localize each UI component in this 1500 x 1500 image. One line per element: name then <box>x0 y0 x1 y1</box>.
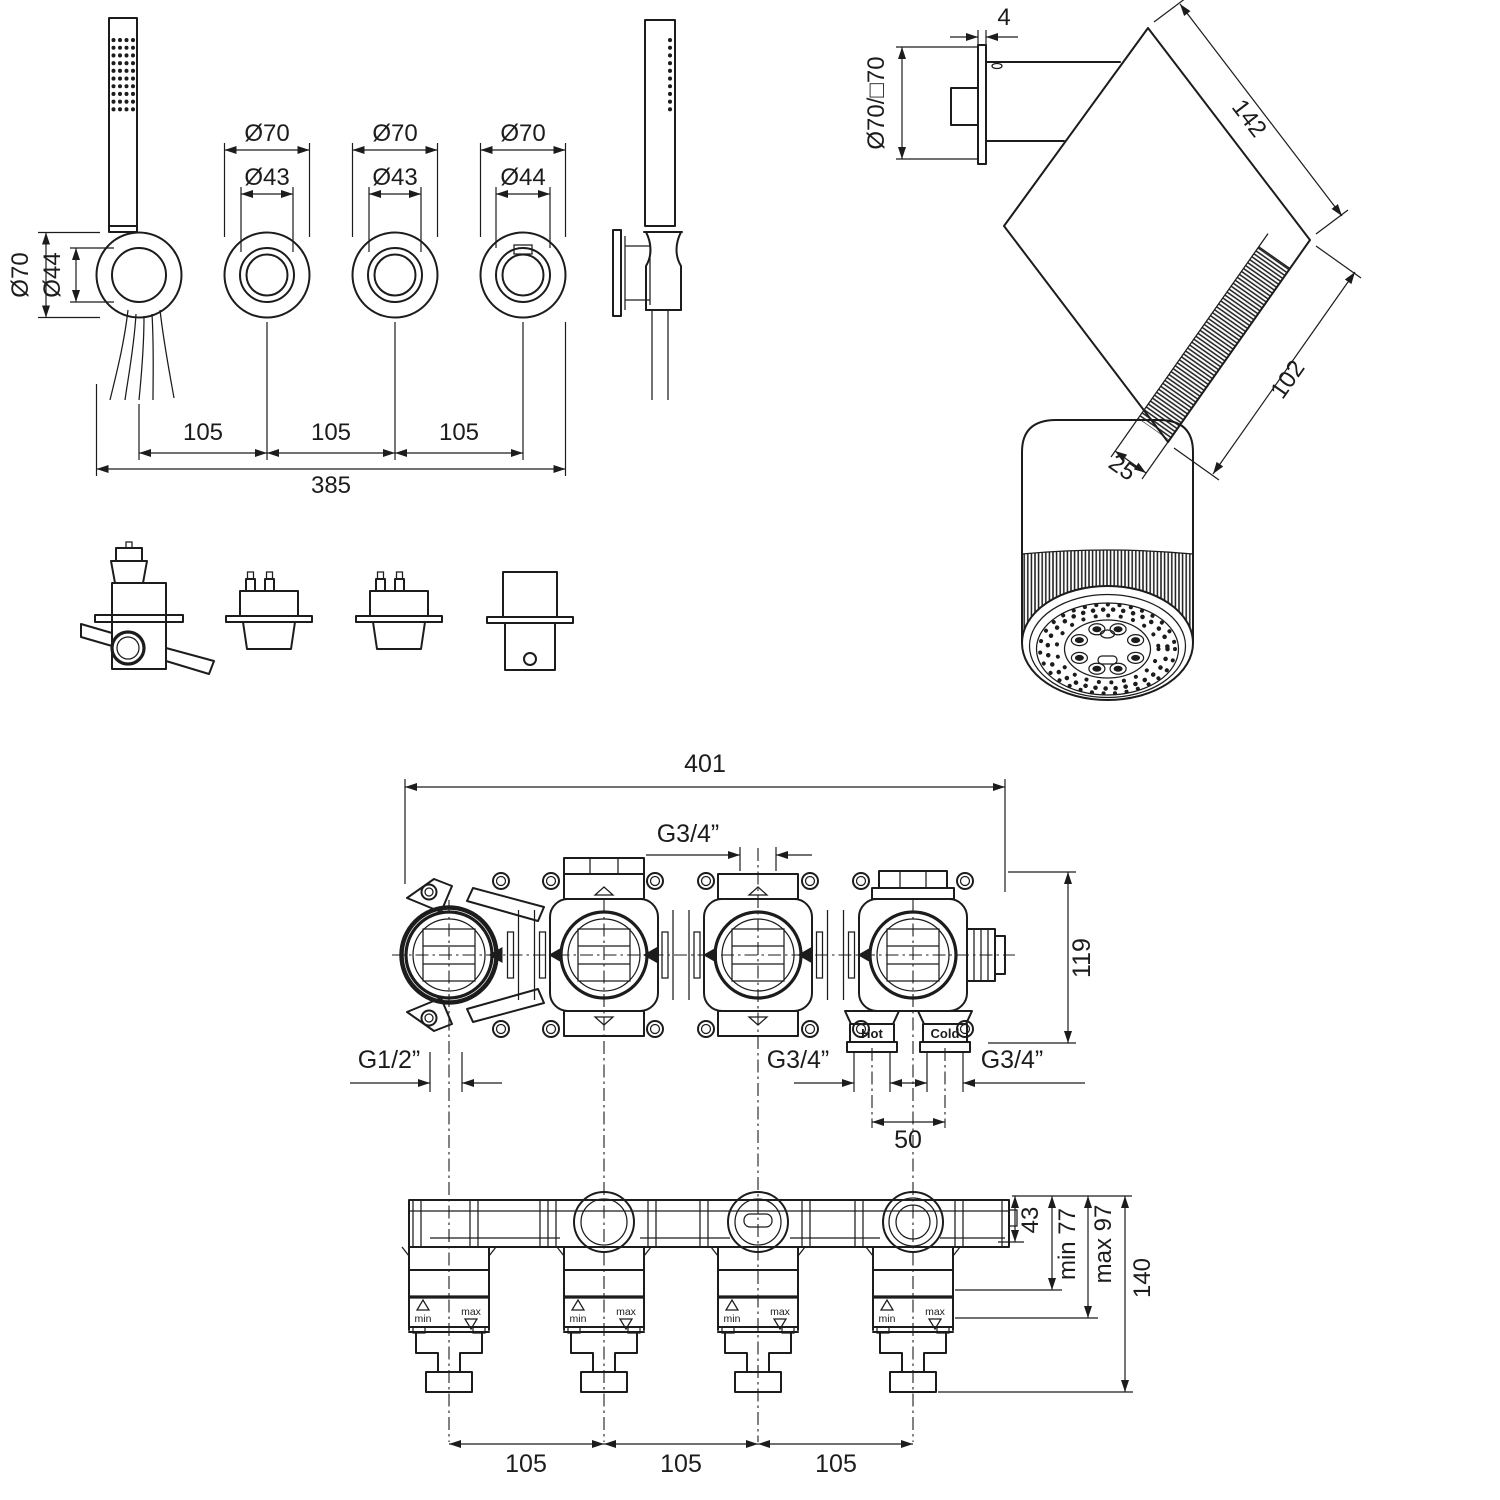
headshower-side-view: 4 Ø70/□70 142 102 25 <box>863 0 1362 487</box>
dim-label: G3/4” <box>657 820 720 848</box>
dim-label: Ø43 <box>372 164 417 191</box>
dim-label: 142 <box>1226 94 1272 142</box>
dim-label: Ø70/□70 <box>863 56 890 149</box>
headshower-3d-view <box>1021 419 1194 701</box>
holder-escutcheon <box>95 231 183 401</box>
max-label: max <box>461 1306 482 1318</box>
rough-in-components-row <box>80 541 574 675</box>
dim-label: 140 <box>1129 1258 1156 1298</box>
dim-label: 105 <box>439 419 479 446</box>
dim-label: min 77 <box>1054 1208 1081 1280</box>
dim-label: 401 <box>684 750 726 778</box>
slab-detail-lines <box>412 1200 1003 1247</box>
cartridge-stem-2: min max <box>556 1246 652 1393</box>
valve-connectors <box>488 910 872 1000</box>
dim-label: Ø44 <box>500 164 545 191</box>
mounting-ears <box>492 872 974 1038</box>
dim-label: Ø70 <box>7 252 34 297</box>
knob-4-thermostat <box>479 231 567 319</box>
component-stop-valve <box>80 541 215 675</box>
dim-label: 105 <box>311 419 351 446</box>
max-label: max <box>770 1306 791 1318</box>
head-body <box>1003 27 1311 443</box>
valve-top-dimensions: 401 G3/4” 119 G1/2” G3/4” G3/4” 50 <box>350 750 1096 1154</box>
cartridge-domes <box>573 1191 944 1253</box>
dim-label: 119 <box>1068 938 1096 978</box>
handshower-wand <box>108 17 138 233</box>
handshower-trim-front-view: Ø70 Ø43 Ø70 Ø43 Ø70 Ø44 Ø70 Ø44 105 <box>7 17 567 499</box>
hot-cold-inlets: Hot Cold <box>844 1010 973 1053</box>
rough-in-valve-front-view: min max min max min max <box>401 1191 1156 1478</box>
min-label: min <box>570 1313 587 1325</box>
dim-label: Ø44 <box>39 252 66 297</box>
dim-label: G3/4” <box>981 1046 1044 1074</box>
dim-label: Ø70 <box>372 120 417 147</box>
hot-label: Hot <box>861 1026 883 1041</box>
trim-dimensions: Ø70 Ø43 Ø70 Ø43 Ø70 Ø44 Ø70 Ø44 105 <box>7 120 567 499</box>
dim-label: 43 <box>1017 1207 1044 1234</box>
cartridge-stem-4: min max <box>865 1246 961 1393</box>
knob-2 <box>223 231 311 319</box>
cold-label: Cold <box>931 1026 960 1041</box>
valve-fittings <box>563 857 1006 1037</box>
dim-label: G3/4” <box>767 1046 830 1074</box>
wall-plate <box>977 44 987 165</box>
dim-label: Ø43 <box>244 164 289 191</box>
dim-label: max 97 <box>1090 1205 1117 1284</box>
component-valve-body-side <box>225 571 313 650</box>
max-label: max <box>616 1306 637 1318</box>
dim-label: 105 <box>505 1450 547 1478</box>
max-label: max <box>925 1306 946 1318</box>
min-label: min <box>879 1313 896 1325</box>
dim-label: G1/2” <box>358 1046 421 1074</box>
min-label: min <box>415 1313 432 1325</box>
dim-label: 50 <box>894 1126 922 1154</box>
dim-label: 105 <box>183 419 223 446</box>
threaded-nipple <box>950 87 979 126</box>
dim-label: 105 <box>660 1450 702 1478</box>
dim-label: 385 <box>311 472 351 499</box>
component-outlet-block <box>486 571 574 671</box>
component-valve-body-side-2 <box>355 571 443 650</box>
headshower-dimensions: 4 Ø70/□70 142 102 25 <box>863 0 1362 487</box>
spray-band <box>1136 233 1291 441</box>
rough-in-valve-top-view: Hot Cold 401 G3/4” 119 G1/2” G3/4” G3/4”… <box>350 750 1096 1442</box>
spray-face <box>1038 602 1177 696</box>
dim-label: 105 <box>815 1450 857 1478</box>
knob-3 <box>351 231 439 319</box>
dim-label: 25 <box>1104 449 1141 486</box>
handshower-spray-dots <box>111 38 135 112</box>
cartridge-stem-1: min max <box>401 1246 497 1393</box>
dim-label: Ø70 <box>500 120 545 147</box>
cartridge-stem-3: min max <box>710 1246 806 1393</box>
handshower-trim-side-view <box>612 19 683 400</box>
dim-label: Ø70 <box>244 120 289 147</box>
dim-label: 102 <box>1265 356 1310 404</box>
valve-front-dimensions: 43 min 77 max 97 140 105 105 105 <box>449 1195 1156 1478</box>
min-label: min <box>724 1313 741 1325</box>
dim-label: 4 <box>997 4 1010 31</box>
